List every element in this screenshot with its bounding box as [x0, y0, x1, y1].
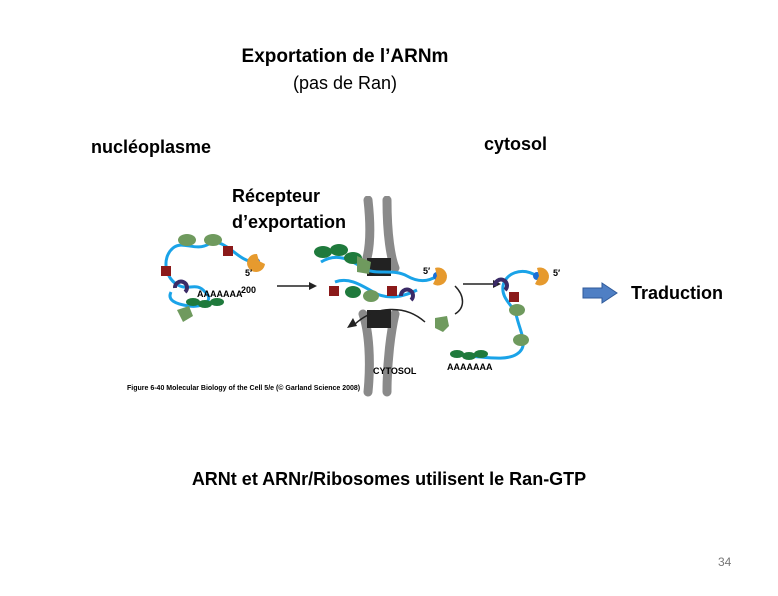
mrnp-in-pore: 5′: [314, 244, 447, 302]
figure-caption: Figure 6-40 Molecular Biology of the Cel…: [127, 384, 360, 392]
arrow-to-pore: [277, 282, 317, 290]
label-200: 200: [241, 285, 256, 295]
label-polya-right: AAAAAAA: [447, 362, 493, 372]
label-receptor-line1: Récepteur: [232, 186, 321, 206]
label-nucleoplasm: nucléoplasme: [91, 137, 212, 157]
label-cytosol-caps: CYTOSOL: [373, 366, 417, 376]
translation-arrow-icon: [582, 282, 618, 304]
slide-footer: ARNt et ARNr/Ribosomes utilisent le Ran-…: [191, 469, 587, 489]
label-translation: Traduction: [631, 283, 724, 303]
slide-title: Exportation de l’ARNm: [241, 46, 449, 67]
label-5prime-center: 5′: [423, 266, 430, 276]
mrnp-nucleus: 5′ AAAAAAA 200: [161, 234, 265, 322]
label-5prime-left: 5′: [245, 268, 252, 278]
slide-subtitle: (pas de Ran): [292, 73, 398, 93]
label-polya-left: AAAAAAA: [197, 289, 243, 299]
mrnp-cytosol: 5′ AAAAAAA: [447, 267, 560, 372]
label-5prime-right: 5′: [553, 268, 560, 278]
page-number: 34: [718, 555, 732, 569]
receptor-recycling: CYTOSOL: [347, 285, 464, 376]
label-cytosol: cytosol: [484, 134, 548, 154]
label-receptor-line2: d’exportation: [232, 212, 347, 232]
mrna-export-figure: 5′ AAAAAAA 200 5′ CYTOSOL: [127, 196, 560, 397]
